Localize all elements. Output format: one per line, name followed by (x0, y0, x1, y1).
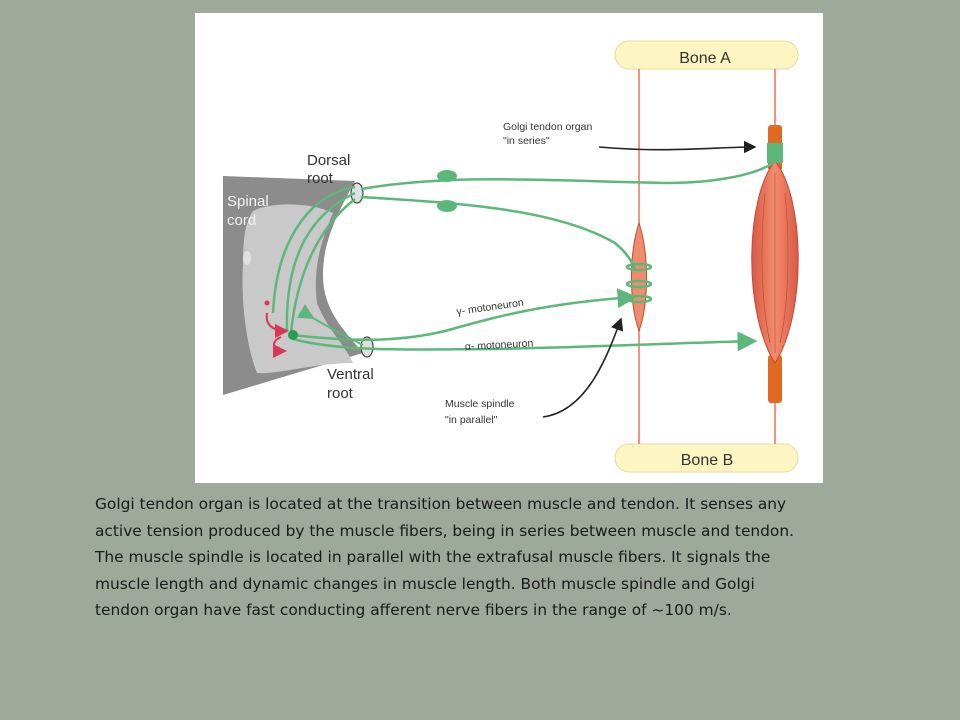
caption-line: muscle length and dynamic changes in mus… (95, 574, 755, 593)
gamma-motoneuron-label: γ- motoneuron (456, 297, 525, 318)
dorsal-ganglion-1 (437, 170, 457, 182)
diagram-figure: Bone A Bone B (195, 13, 823, 483)
alpha-motoneuron-label: α- motoneuron (465, 337, 534, 353)
bone-a-label: Bone A (679, 50, 731, 67)
dorsal-ganglion-2 (437, 200, 457, 212)
caption-line: The muscle spindle is located in paralle… (95, 548, 771, 566)
spinal-cord-label-line2: cord (227, 212, 256, 229)
tendon-bottom (768, 355, 782, 403)
ventral-root-label-line1: Ventral (327, 366, 374, 383)
golgi-label-line2: "in series" (503, 135, 550, 147)
bone-a (614, 40, 799, 70)
alpha-motoneuron-path (292, 331, 758, 352)
motor-arrow-1 (265, 312, 289, 338)
reflex-diagram: Bone A Bone B (223, 40, 799, 473)
spindle-pointer-arrow (542, 317, 624, 418)
golgi-label-line1: Golgi tendon organ (503, 121, 592, 133)
afferent-nerves (271, 161, 774, 334)
gamma-motoneuron-path (292, 288, 638, 342)
dorsal-root-label-line1: Dorsal (307, 152, 350, 169)
spindle-label-line2: "in parallel" (445, 414, 498, 426)
spinal-cord-label-line1: Spinal (227, 193, 269, 210)
motoneuron-soma (288, 330, 298, 340)
golgi-tendon-organ (767, 143, 783, 163)
motor-arrow-2 (272, 336, 287, 358)
caption-line: Golgi tendon organ is located at the tra… (95, 495, 787, 513)
spindle-label-line1: Muscle spindle (445, 398, 515, 410)
bone-b-label: Bone B (681, 452, 733, 469)
golgi-pointer-arrow (598, 140, 757, 154)
caption-line: tendon organ have fast conducting affere… (95, 601, 732, 619)
muscle-spindle (631, 221, 647, 333)
caption-line: active tension produced by the muscle fi… (95, 521, 794, 540)
caption: Golgi tendon organ is located at the tra… (95, 491, 895, 624)
bone-b (614, 443, 799, 473)
ventral-root-label-line2: root (327, 385, 354, 402)
ventral-root (360, 336, 374, 358)
dorsal-root-label-line2: root (307, 170, 334, 187)
